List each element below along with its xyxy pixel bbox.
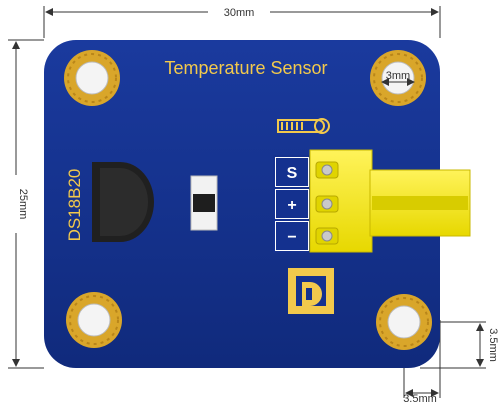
mounting-hole-bottom-right — [376, 294, 432, 350]
hole-offset-x-label: 3.5mm — [403, 393, 437, 405]
board-title: Temperature Sensor — [164, 58, 327, 78]
pcb-board — [44, 40, 440, 368]
width-dimension-label: 30mm — [224, 7, 255, 19]
pin-label-signal: S — [287, 165, 298, 182]
brand-logo-icon — [288, 268, 334, 314]
thermometer-icon — [277, 118, 330, 134]
hole-offset-y-label: 3.5mm — [487, 328, 499, 362]
height-dimension-label: 25mm — [17, 189, 29, 220]
pin-label-minus: − — [287, 229, 296, 246]
hole-diameter-label: 3mm — [386, 70, 410, 82]
smd-resistor — [190, 175, 218, 231]
pin-label-plus: + — [287, 197, 296, 214]
mounting-hole-top-left — [64, 50, 120, 106]
mounting-hole-top-right — [370, 50, 426, 106]
three-pin-connector[interactable] — [309, 149, 471, 253]
mounting-hole-bottom-left — [66, 292, 122, 348]
chip-label: DS18B20 — [65, 169, 84, 242]
